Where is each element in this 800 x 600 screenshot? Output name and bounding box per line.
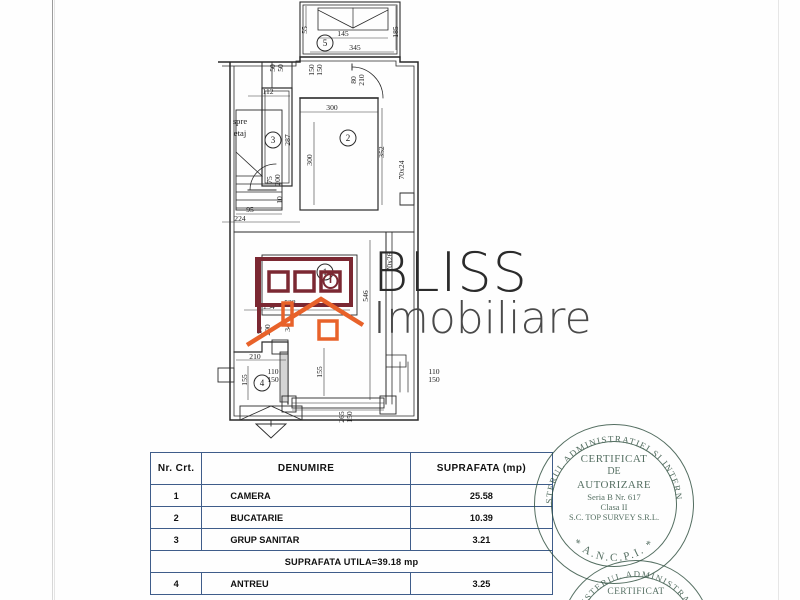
secondary-stamp-clip: MINISTERUL ADMINISTRATIEI CERTIFICAT — [550, 552, 730, 600]
svg-text:110: 110 — [267, 367, 278, 376]
svg-text:145: 145 — [337, 29, 349, 38]
svg-text:5: 5 — [323, 38, 328, 48]
svg-text:34: 34 — [283, 324, 292, 332]
row-name: CAMERA — [201, 484, 411, 507]
svg-text:110: 110 — [428, 367, 439, 376]
row-nr: 1 — [149, 484, 203, 507]
svg-text:150: 150 — [428, 375, 440, 384]
svg-text:352: 352 — [377, 146, 386, 158]
svg-text:70x26: 70x26 — [385, 252, 394, 271]
svg-text:345: 345 — [349, 43, 361, 52]
svg-text:75: 75 — [265, 176, 274, 184]
svg-text:210: 210 — [249, 352, 261, 361]
svg-text:185: 185 — [391, 26, 400, 38]
svg-text:3: 3 — [271, 135, 276, 145]
row-area: 10.39 — [409, 506, 554, 529]
svg-text:112: 112 — [262, 87, 273, 96]
scan-edge-right — [778, 0, 779, 600]
svg-text:200: 200 — [263, 324, 272, 336]
svg-text:MINISTERUL ADMINISTRATIEI: MINISTERUL ADMINISTRATIEI — [570, 569, 701, 600]
svg-text:50: 50 — [268, 64, 277, 72]
row-area: 3.21 — [409, 528, 554, 551]
row-name: BUCATARIE — [201, 506, 411, 529]
svg-text:254: 254 — [263, 302, 275, 311]
table-row: 2 BUCATARIE 10.39 — [149, 506, 554, 529]
svg-text:50: 50 — [276, 64, 285, 72]
svg-text:287: 287 — [283, 134, 292, 146]
header-denumire: DENUMIRE — [201, 452, 411, 485]
svg-text:546: 546 — [361, 290, 370, 302]
stair-label-line-1: spre — [233, 116, 248, 126]
svg-text:55: 55 — [300, 26, 309, 34]
svg-text:300: 300 — [305, 154, 314, 166]
table-header-row: Nr. Crt. DENUMIRE SUPRAFATA (mp) — [149, 452, 554, 485]
scan-edge-left — [52, 0, 53, 600]
total-label: SUPRAFATA UTILA=39.18 mp — [150, 550, 553, 573]
table-row: 3 GRUP SANITAR 3.21 — [149, 528, 554, 551]
svg-text:10: 10 — [275, 196, 284, 204]
svg-text:155: 155 — [315, 366, 324, 378]
row-name: GRUP SANITAR — [201, 528, 411, 551]
stamp2-line-1: CERTIFICAT — [607, 587, 665, 597]
row-name: ANTREU — [201, 572, 411, 595]
table-row: 4 ANTREU 3.25 — [149, 572, 554, 595]
svg-text:224: 224 — [234, 214, 246, 223]
svg-text:150: 150 — [315, 64, 324, 76]
header-suprafata: SUPRAFATA (mp) — [409, 452, 554, 485]
svg-text:2: 2 — [346, 133, 351, 143]
svg-text:200: 200 — [273, 174, 282, 186]
svg-text:4: 4 — [260, 378, 265, 388]
svg-text:150: 150 — [345, 411, 354, 423]
secondary-stamp: MINISTERUL ADMINISTRATIEI CERTIFICAT — [560, 560, 712, 600]
svg-text:95: 95 — [246, 205, 254, 214]
svg-text:150: 150 — [267, 375, 279, 384]
row-area: 3.25 — [409, 572, 554, 595]
stamp2-inner-ring — [576, 576, 696, 600]
svg-text:210: 210 — [357, 74, 366, 86]
svg-text:80: 80 — [349, 76, 358, 84]
table-total-row: SUPRAFATA UTILA=39.18 mp — [150, 550, 553, 573]
row-nr: 2 — [149, 506, 203, 529]
area-table: Nr. Crt. DENUMIRE SUPRAFATA (mp) 1 CAMER… — [149, 452, 554, 595]
stamp2-center-text: CERTIFICAT — [561, 587, 711, 598]
svg-text:300: 300 — [326, 103, 338, 112]
svg-text:155: 155 — [240, 374, 249, 386]
stamp2-outer-text: MINISTERUL ADMINISTRATIEI — [570, 569, 700, 600]
header-nr: Nr. Crt. — [149, 452, 203, 485]
svg-text:265: 265 — [337, 411, 346, 423]
svg-text:150: 150 — [307, 64, 316, 76]
svg-text:1: 1 — [323, 267, 328, 277]
scan-edge-left-2 — [54, 0, 55, 600]
svg-text:70x24: 70x24 — [397, 160, 406, 179]
svg-text:528: 528 — [284, 298, 296, 307]
row-nr: 3 — [149, 528, 203, 551]
row-area: 25.58 — [409, 484, 554, 507]
stair-label-line-2: etaj — [234, 128, 246, 138]
row-nr: 4 — [149, 572, 203, 595]
stamp2-arc-text: MINISTERUL ADMINISTRATIEI — [570, 569, 701, 600]
table-row: 1 CAMERA 25.58 — [149, 484, 554, 507]
